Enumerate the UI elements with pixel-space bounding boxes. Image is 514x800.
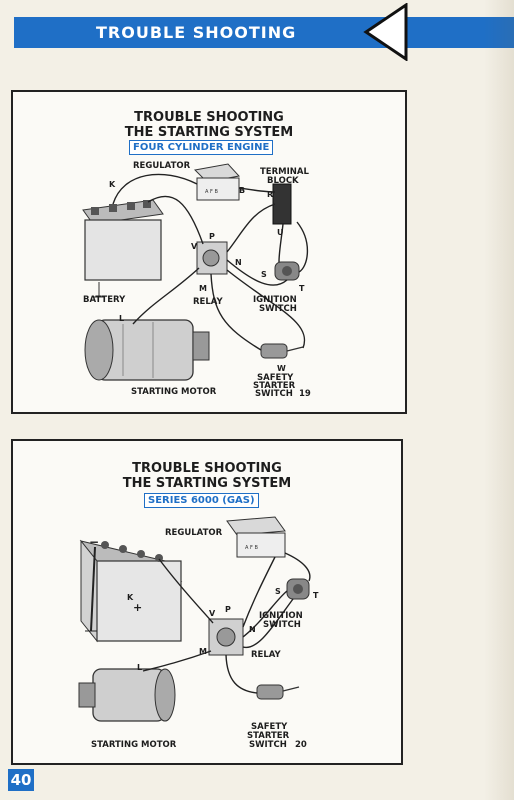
terminal-s: S — [275, 587, 281, 596]
safety-switch-label-3: SWITCH — [255, 389, 293, 399]
page-edge-shadow — [484, 0, 514, 800]
starting-motor-label: STARTING MOTOR — [91, 740, 177, 750]
figure-20-title-line1: TROUBLE SHOOTING — [132, 461, 282, 476]
regulator-illustration: A F B — [193, 163, 240, 201]
ignition-switch-label-1: IGNITION — [253, 295, 297, 305]
ignition-switch-label-2: SWITCH — [259, 304, 297, 314]
safety-starter-switch-illustration — [260, 343, 304, 359]
terminal-block-label-2: BLOCK — [267, 176, 299, 186]
figure-19-number: 19 — [299, 389, 311, 399]
terminal-v: V — [191, 242, 198, 251]
figure-19-diagram: A F B — [82, 163, 309, 381]
safety-starter-switch-illustration — [256, 684, 300, 700]
starting-motor-illustration — [84, 319, 210, 381]
terminal-s: S — [261, 270, 267, 279]
terminal-l: L — [119, 314, 125, 323]
safety-switch-label-2: STARTER — [247, 731, 290, 741]
battery-illustration — [82, 199, 164, 298]
battery-label: BATTERY — [83, 295, 126, 305]
header-banner — [14, 17, 514, 48]
starting-motor-label: STARTING MOTOR — [131, 387, 217, 397]
safety-switch-label-3: SWITCH — [249, 740, 287, 750]
ignition-switch-label-1: IGNITION — [259, 611, 303, 621]
wiring — [142, 552, 311, 694]
terminal-t: T — [299, 284, 305, 293]
terminal-t: T — [313, 591, 319, 600]
regulator-illustration: A F B — [226, 516, 286, 558]
terminal-m: M — [199, 284, 207, 293]
figure-20-title-line2: THE STARTING SYSTEM — [122, 476, 292, 491]
regulator-label: REGULATOR — [165, 528, 223, 538]
terminal-u: U — [277, 228, 284, 237]
terminal-n: N — [235, 258, 242, 267]
regulator-label: REGULATOR — [133, 161, 191, 171]
terminal-m: M — [199, 647, 207, 656]
svg-text:A F B: A F B — [245, 545, 258, 551]
wiring — [112, 173, 309, 351]
figure-19-title-line1: TROUBLE SHOOTING — [134, 110, 284, 125]
figure-19-tag: FOUR CYLINDER ENGINE — [129, 140, 274, 155]
svg-text:A F B: A F B — [205, 189, 218, 195]
back-arrow-icon[interactable] — [362, 3, 410, 61]
battery-positive: + — [133, 601, 143, 614]
terminal-p: P — [225, 605, 231, 614]
figure-20-panel: A F B — [11, 439, 403, 765]
relay-illustration — [208, 618, 244, 656]
terminal-w: W — [277, 364, 286, 373]
ignition-switch-illustration — [286, 578, 310, 600]
terminal-k: K — [109, 180, 116, 189]
figure-20-number: 20 — [295, 740, 307, 750]
safety-switch-label-1: SAFETY — [251, 722, 288, 732]
page-number: 40 — [8, 769, 34, 791]
relay-illustration — [196, 241, 228, 275]
terminal-v: V — [209, 609, 216, 618]
figure-20-diagram: A F B — [78, 516, 311, 722]
safety-switch-label-1: SAFETY — [257, 373, 294, 383]
terminal-k: K — [127, 593, 134, 602]
relay-label: RELAY — [251, 650, 281, 660]
ignition-switch-label-2: SWITCH — [263, 620, 301, 630]
relay-label: RELAY — [193, 297, 223, 307]
terminal-b: B — [239, 186, 246, 195]
page-header-title: TROUBLE SHOOTING — [96, 23, 297, 42]
terminal-n: N — [249, 625, 256, 634]
battery-negative: − — [89, 535, 100, 549]
ignition-switch-illustration — [274, 261, 300, 281]
terminal-block-illustration — [272, 183, 292, 225]
figure-19-title-line2: THE STARTING SYSTEM — [124, 125, 294, 140]
starting-motor-illustration — [78, 668, 176, 722]
safety-switch-label-2: STARTER — [253, 381, 296, 391]
terminal-r: R — [267, 190, 274, 199]
figure-19-panel: A F B — [11, 90, 407, 414]
terminal-l: L — [137, 663, 143, 672]
terminal-p: P — [209, 232, 215, 241]
terminal-block-label-1: TERMINAL — [260, 167, 309, 177]
figure-20-tag: SERIES 6000 (GAS) — [144, 493, 259, 508]
battery-illustration — [79, 539, 183, 643]
